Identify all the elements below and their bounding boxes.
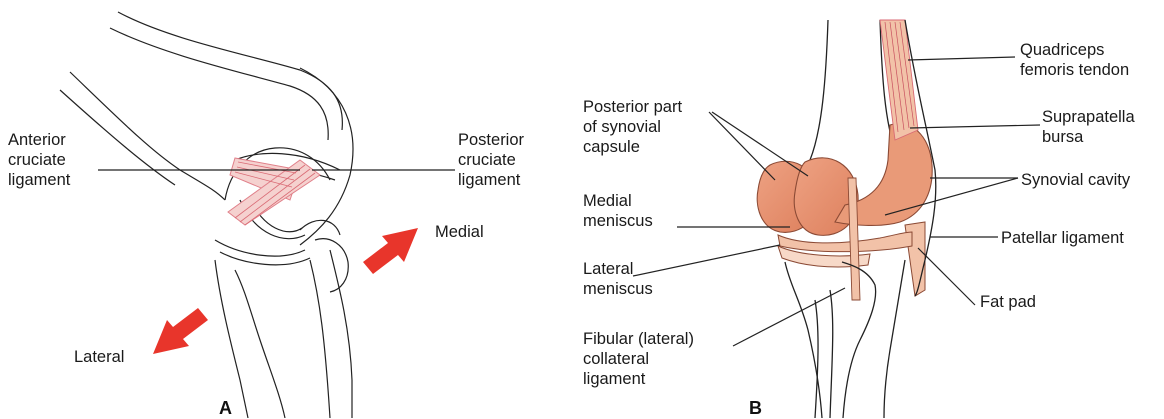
panel-b-letter: B — [749, 398, 762, 419]
anterior-cruciate-label: Anterior cruciate ligament — [8, 130, 70, 190]
lateral-label: Lateral — [74, 347, 124, 367]
patellar-ligament-label: Patellar ligament — [1001, 228, 1124, 248]
posterior-synovial-capsule-label: Posterior part of synovial capsule — [583, 97, 682, 157]
direction-arrows — [153, 228, 418, 354]
suprapatella-bursa-label: Suprapatella bursa — [1042, 107, 1135, 147]
lateral-arrow-icon — [153, 308, 208, 354]
panel-a-letter: A — [219, 398, 232, 419]
medial-meniscus-label: Medial meniscus — [583, 191, 653, 231]
quadriceps-tendon — [880, 20, 918, 140]
lateral-meniscus-label: Lateral meniscus — [583, 259, 653, 299]
medial-label: Medial — [435, 222, 484, 242]
quadriceps-tendon-label: Quadriceps femoris tendon — [1020, 40, 1129, 80]
panel-b-tibia — [785, 260, 905, 418]
posterior-cruciate-label: Posterior cruciate ligament — [458, 130, 524, 190]
medial-arrow-icon — [363, 228, 418, 274]
fibular-collateral-label: Fibular (lateral) collateral ligament — [583, 329, 694, 389]
fat-pad-label: Fat pad — [980, 292, 1036, 312]
synovial-cavity-label: Synovial cavity — [1021, 170, 1130, 190]
menisci — [778, 232, 912, 267]
